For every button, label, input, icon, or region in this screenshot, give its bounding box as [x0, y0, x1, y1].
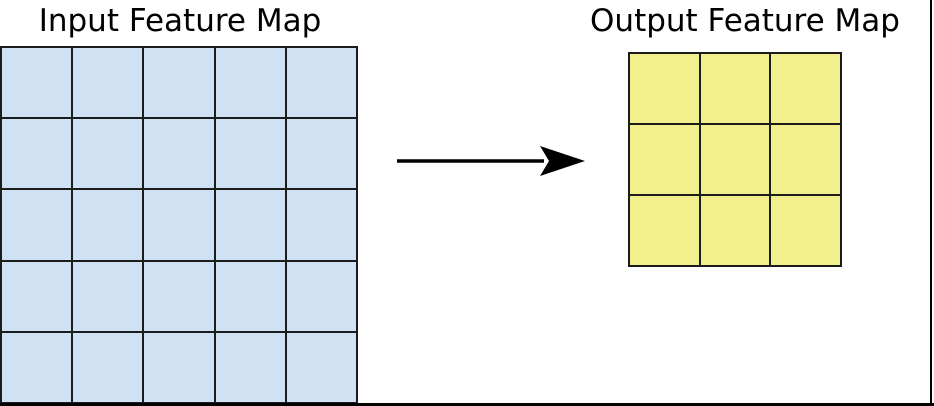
grid-cell	[285, 47, 357, 119]
grid-cell	[629, 195, 700, 266]
grid-cell	[1, 331, 73, 403]
grid-cell	[1, 47, 73, 119]
grid-cell	[143, 260, 215, 332]
grid-cell	[143, 47, 215, 119]
grid-cell	[72, 118, 144, 190]
grid-cell	[629, 53, 700, 124]
grid-cell	[143, 189, 215, 261]
grid-cell	[72, 189, 144, 261]
grid-cell	[214, 118, 286, 190]
input-feature-map-title: Input Feature Map	[38, 3, 322, 39]
grid-cell	[72, 47, 144, 119]
grid-cell	[1, 189, 73, 261]
grid-cell	[699, 124, 771, 195]
grid-cell	[285, 260, 357, 332]
grid-cell	[214, 260, 286, 332]
grid-cell	[629, 124, 700, 195]
grid-cell	[143, 331, 215, 403]
grid-cell	[1, 260, 73, 332]
output-feature-map-grid	[628, 52, 842, 267]
right-arrow-icon	[397, 146, 585, 176]
grid-cell	[72, 331, 144, 403]
grid-cell	[214, 189, 286, 261]
grid-cell	[770, 195, 841, 266]
grid-cell	[285, 118, 357, 190]
grid-cell	[214, 331, 286, 403]
frame-right-border	[930, 0, 932, 406]
grid-cell	[214, 47, 286, 119]
grid-cell	[770, 124, 841, 195]
grid-cell	[143, 118, 215, 190]
input-feature-map-grid	[0, 46, 358, 404]
grid-cell	[699, 195, 771, 266]
grid-cell	[699, 53, 771, 124]
grid-cell	[285, 189, 357, 261]
grid-cell	[285, 331, 357, 403]
grid-cell	[72, 260, 144, 332]
grid-cell	[770, 53, 841, 124]
output-feature-map-title: Output Feature Map	[590, 3, 900, 39]
grid-cell	[1, 118, 73, 190]
frame-bottom-border	[0, 403, 934, 406]
